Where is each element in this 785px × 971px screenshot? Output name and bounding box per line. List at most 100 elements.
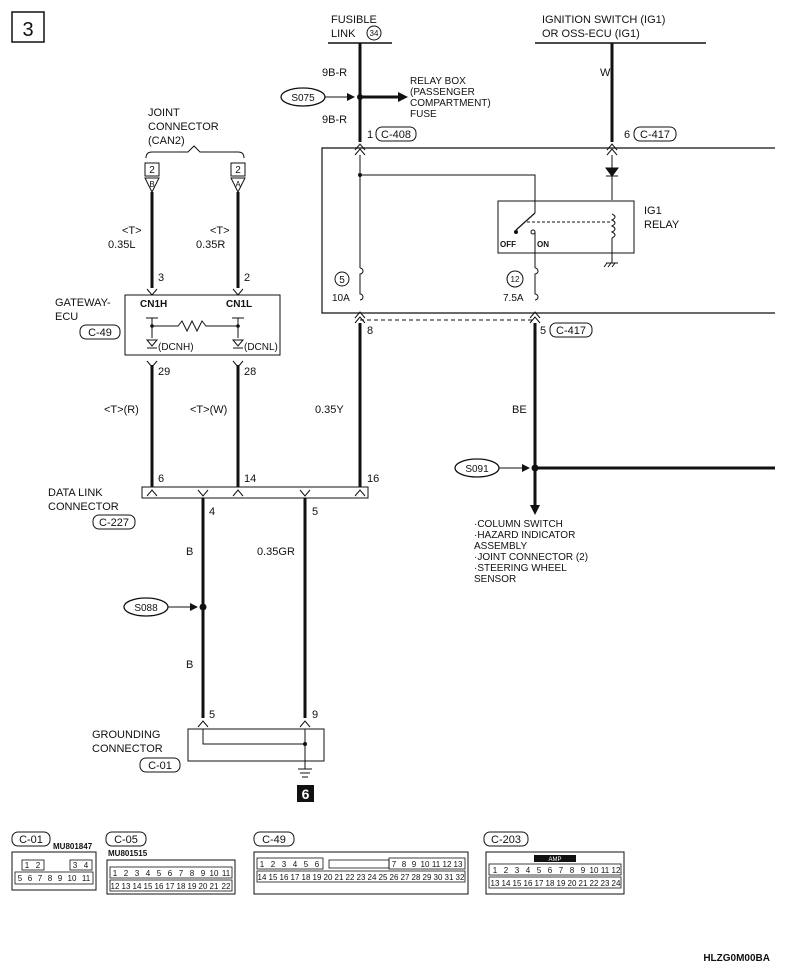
gateway-ecu-connector-box — [79, 324, 121, 340]
svg-text:2: 2 — [271, 860, 276, 869]
svg-text:1: 1 — [113, 869, 118, 878]
gateway-node-right — [236, 324, 240, 328]
svg-text:3: 3 — [515, 866, 520, 875]
wire-035y-label: 0.35Y — [315, 404, 344, 416]
gateway-node-left — [150, 324, 154, 328]
svg-text:21: 21 — [210, 882, 219, 891]
svg-text:17: 17 — [166, 882, 175, 891]
gateway-cn1l: CN1L — [226, 299, 252, 310]
fuse-5-symbol — [359, 267, 364, 301]
joint-pin-left-letter: B — [149, 180, 154, 189]
svg-text:C-01: C-01 — [19, 834, 43, 846]
svg-text:18: 18 — [177, 882, 186, 891]
svg-text:22: 22 — [222, 882, 231, 891]
diode — [605, 167, 619, 177]
svg-text:16: 16 — [155, 882, 164, 891]
pin-14: 14 — [244, 473, 256, 485]
pin-28: 28 — [244, 366, 256, 378]
gateway-dcnl: (DCNL) — [244, 342, 278, 353]
svg-text:16: 16 — [524, 879, 533, 888]
grounding-internal-wire — [202, 729, 305, 745]
svg-text:8: 8 — [190, 869, 195, 878]
fuse-5-number: 5 — [339, 275, 345, 286]
pin-29: 29 — [158, 366, 170, 378]
svg-text:13: 13 — [122, 882, 131, 891]
relay-on-label: ON — [537, 240, 549, 249]
relay-coil — [610, 213, 616, 239]
gateway-ecu-label-1: GATEWAY- — [55, 297, 111, 309]
svg-text:MU801847: MU801847 — [53, 842, 93, 851]
connector-c417a: C-417 — [640, 129, 670, 141]
gc-connector: C-01 — [148, 760, 172, 772]
svg-text:4: 4 — [526, 866, 531, 875]
joint-pin-left-box — [144, 162, 160, 177]
svg-text:10: 10 — [68, 874, 77, 883]
svg-text:9: 9 — [58, 874, 63, 883]
internal-wire-to-relay — [360, 174, 536, 213]
svg-text:28: 28 — [412, 873, 421, 882]
wire-035r-label: 0.35R — [196, 239, 225, 251]
svg-text:32: 32 — [456, 873, 465, 882]
svg-text:12: 12 — [443, 860, 452, 869]
svg-text:23: 23 — [357, 873, 366, 882]
fusible-link-number: 34 — [370, 29, 379, 38]
pin-6b: 6 — [158, 473, 164, 485]
ground-point-box — [297, 785, 314, 802]
data-link-connector-label-2: CONNECTOR — [48, 501, 119, 513]
svg-text:20: 20 — [568, 879, 577, 888]
svg-text:29: 29 — [423, 873, 432, 882]
wire-035l-label: 0.35L — [108, 239, 136, 251]
destination-6: SENSOR — [474, 574, 516, 585]
wire-be-arrow — [530, 505, 540, 515]
joint-connector-brace — [145, 145, 245, 159]
wire-b-top-label: B — [186, 546, 193, 558]
gc-connector-box — [139, 757, 181, 773]
splice-s088-dot — [199, 603, 207, 611]
wire-w-label: W — [600, 67, 611, 79]
svg-text:7: 7 — [392, 860, 397, 869]
svg-text:7: 7 — [179, 869, 184, 878]
dlc-connector-box — [92, 514, 136, 530]
svg-text:10: 10 — [421, 860, 430, 869]
pin-5: 5 — [540, 325, 546, 337]
svg-text:3: 3 — [282, 860, 287, 869]
c408-box — [375, 126, 417, 142]
figure-code: HLZG0M00BA — [703, 953, 770, 964]
gateway-dcnh: (DCNH) — [158, 342, 194, 353]
svg-text:27: 27 — [401, 873, 410, 882]
pin-6: 6 — [624, 129, 630, 141]
data-link-connector-label-1: DATA LINK — [48, 487, 103, 499]
joint-pin-left-tri — [144, 177, 160, 194]
svg-text:AMP: AMP — [548, 857, 561, 863]
svg-text:19: 19 — [313, 873, 322, 882]
svg-text:14: 14 — [258, 873, 267, 882]
svg-text:10: 10 — [210, 869, 219, 878]
svg-text:4: 4 — [146, 869, 151, 878]
svg-text:11: 11 — [82, 874, 91, 883]
svg-text:15: 15 — [144, 882, 153, 891]
svg-text:11: 11 — [601, 866, 610, 875]
svg-text:8: 8 — [402, 860, 407, 869]
wire-tw-label: <T>(W) — [190, 404, 227, 416]
svg-text:9: 9 — [581, 866, 586, 875]
data-link-connector-box — [141, 486, 369, 499]
svg-text:4: 4 — [293, 860, 298, 869]
svg-text:11: 11 — [432, 860, 441, 869]
svg-text:7: 7 — [559, 866, 564, 875]
wire-9br-bottom-label: 9B-R — [322, 114, 347, 126]
wire-035gr-label: 0.35GR — [257, 546, 295, 558]
svg-text:17: 17 — [535, 879, 544, 888]
svg-text:5: 5 — [304, 860, 309, 869]
joint-pin-right: 2 — [235, 165, 241, 176]
fuse-12-symbol — [534, 267, 539, 301]
relay-box-arrow — [398, 92, 408, 102]
wire-be-label: BE — [512, 404, 527, 416]
page-number: 3 — [22, 19, 33, 41]
destination-3: ASSEMBLY — [474, 541, 527, 552]
connector-c01-diagram: C-01 MU801847 1 2 3 4 5 6 7 8 9 10 11 — [11, 831, 97, 891]
svg-text:2: 2 — [36, 861, 41, 870]
relay-box-label-2: (PASSENGER — [410, 87, 475, 98]
svg-text:30: 30 — [434, 873, 443, 882]
svg-text:3: 3 — [135, 869, 140, 878]
svg-text:19: 19 — [557, 879, 566, 888]
